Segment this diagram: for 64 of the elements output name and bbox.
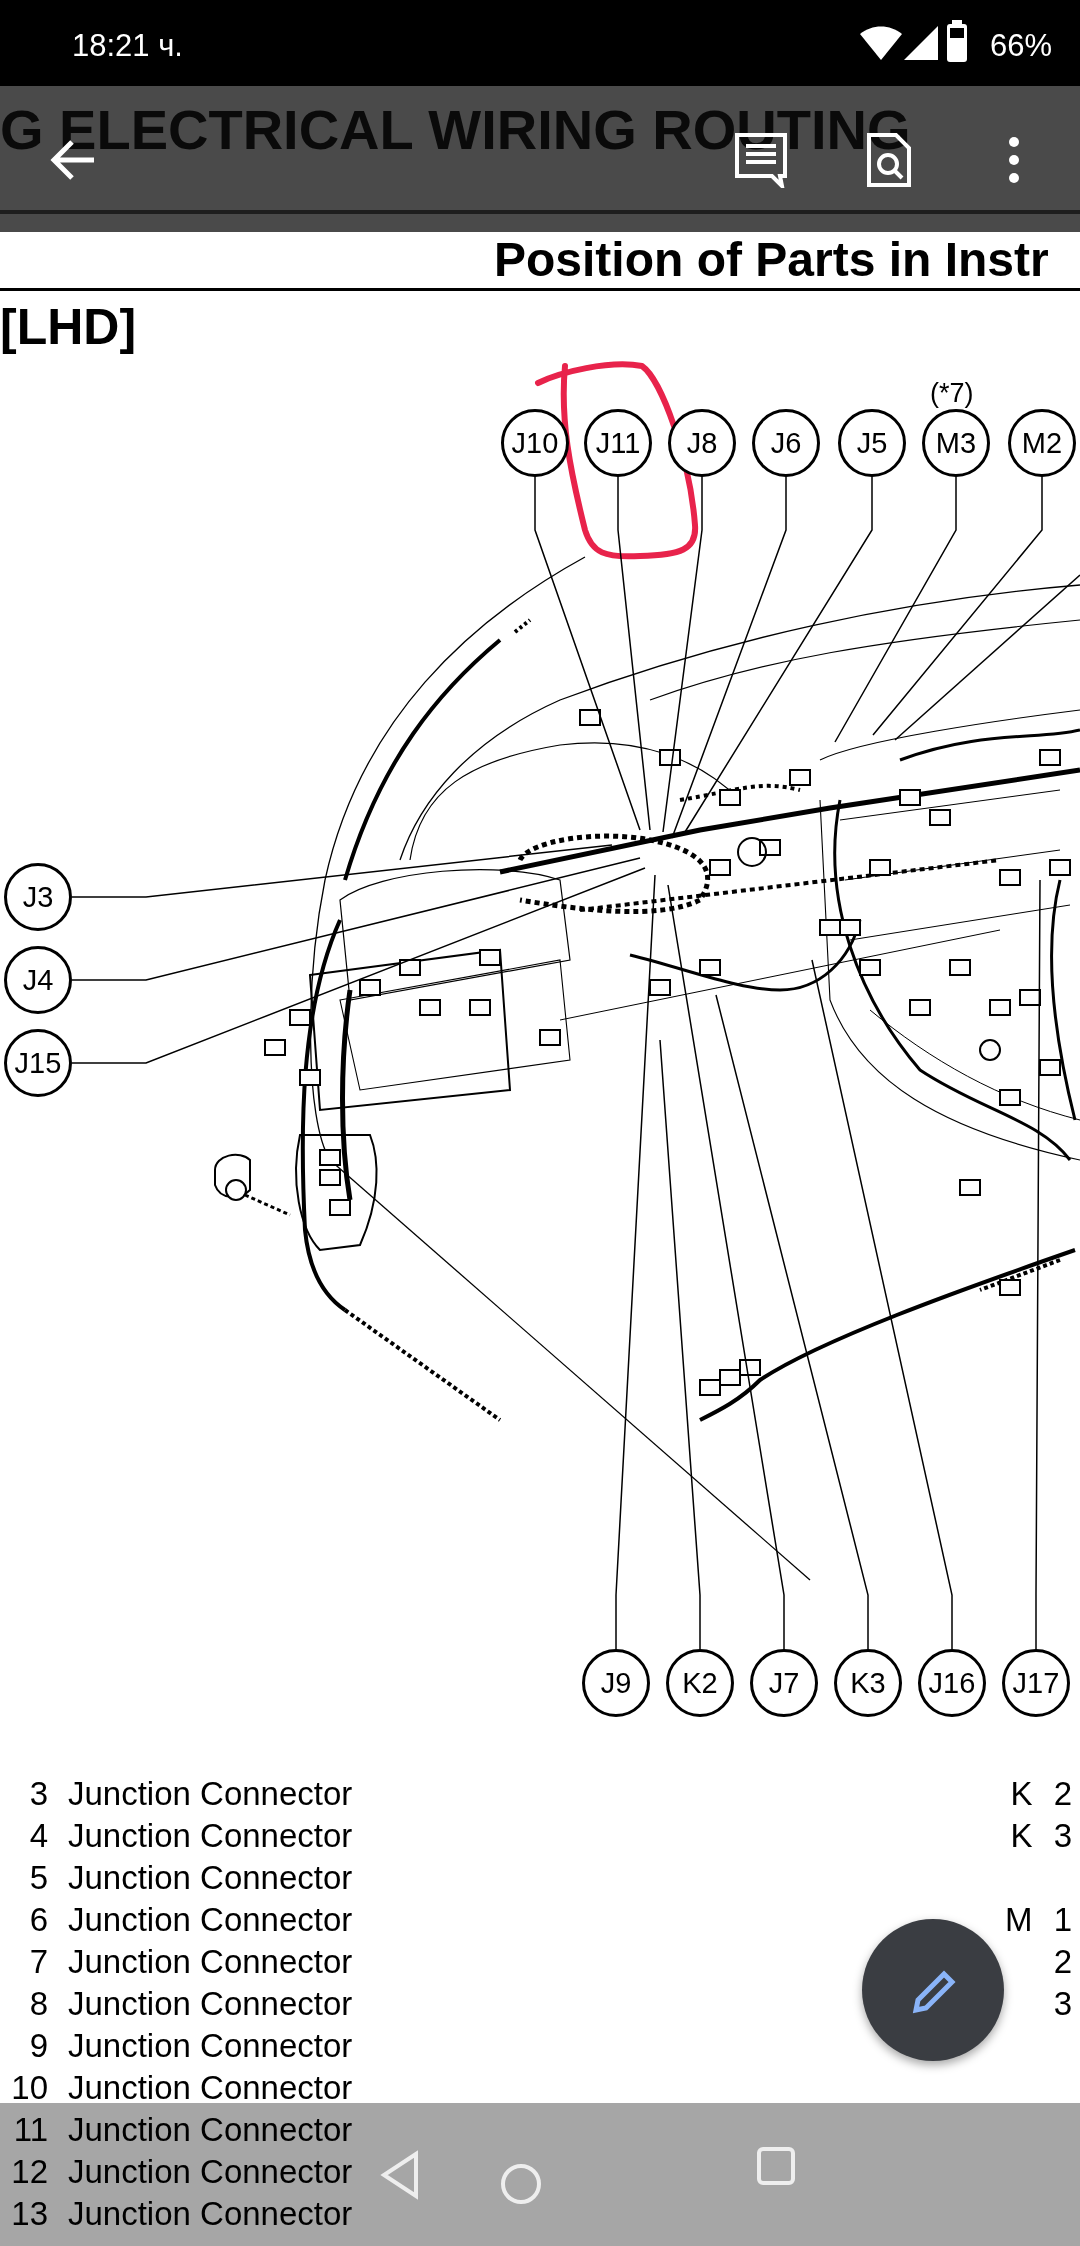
leader-line <box>615 874 656 1651</box>
item-name: Junction Connector <box>68 2113 353 2146</box>
leader-line <box>671 475 787 839</box>
leader-line <box>71 844 613 898</box>
leader-line <box>1035 879 1041 1651</box>
item-name: Junction Connector <box>68 1777 353 1810</box>
item-number: 4 <box>29 1819 48 1852</box>
leader-line <box>71 867 646 1064</box>
item-name: Junction Connector <box>68 1861 353 1894</box>
item-name: Junction Connector <box>68 1903 353 1936</box>
callout-circle: J17 <box>1002 1649 1070 1717</box>
item-name: Junction Connector <box>68 2029 353 2062</box>
callout-circle: J11 <box>584 409 652 477</box>
callout-circle: J16 <box>918 1649 986 1717</box>
item-number: 8 <box>29 1987 48 2020</box>
callout-circle: M2 <box>1008 409 1076 477</box>
section-label: [LHD] <box>0 302 137 352</box>
callout-circle: J15 <box>4 1029 72 1097</box>
leader-line <box>667 884 785 1651</box>
item-number: 9 <box>29 2029 48 2062</box>
item-name: Junction Connector <box>68 2071 353 2104</box>
item-number: 7 <box>29 1945 48 1978</box>
leader-line <box>659 1039 701 1651</box>
callout-circle: J9 <box>582 1649 650 1717</box>
callout-circle: M3 <box>922 409 990 477</box>
page-title: Position of Parts in Instr <box>494 236 1049 284</box>
leader-line <box>834 475 957 743</box>
callout-circle: J10 <box>501 409 569 477</box>
status-time: 18:21 ч. <box>72 30 183 61</box>
item-name: Junction Connector <box>68 2197 353 2230</box>
callout-circle: K2 <box>666 1649 734 1717</box>
item-number: 11 <box>13 2113 48 2146</box>
location-code: K 2 <box>1010 1777 1072 1810</box>
leader-line <box>811 959 953 1651</box>
battery-percent: 66% <box>990 30 1053 61</box>
item-number: 13 <box>11 2197 48 2230</box>
callout-circle: J8 <box>668 409 736 477</box>
item-number: 10 <box>11 2071 48 2104</box>
item-name: Junction Connector <box>68 1819 353 1852</box>
callout-circle: J3 <box>4 863 72 931</box>
callout-circle: J6 <box>752 409 820 477</box>
item-name: Junction Connector <box>68 1945 353 1978</box>
item-name: Junction Connector <box>68 2155 353 2188</box>
footnote-mark: (*7) <box>930 380 974 407</box>
callout-circle: J4 <box>4 946 72 1014</box>
leader-line <box>684 475 873 833</box>
item-number: 6 <box>29 1903 48 1936</box>
item-number: 12 <box>11 2155 48 2188</box>
leader-line <box>617 475 651 831</box>
callout-circle: J7 <box>750 1649 818 1717</box>
item-number: 5 <box>29 1861 48 1894</box>
leader-line <box>534 475 641 831</box>
item-number: 3 <box>29 1777 48 1810</box>
leader-line <box>715 994 869 1651</box>
leader-line <box>71 857 641 981</box>
location-code: K 3 <box>1010 1819 1072 1852</box>
callout-circle: J5 <box>838 409 906 477</box>
leader-line <box>872 475 1043 736</box>
location-code: 3 <box>1053 1987 1072 2020</box>
callout-circle: K3 <box>834 1649 902 1717</box>
leader-line <box>662 475 703 833</box>
item-name: Junction Connector <box>68 1987 353 2020</box>
location-code: M 1 <box>1005 1903 1072 1936</box>
location-code: 2 <box>1053 1945 1072 1978</box>
